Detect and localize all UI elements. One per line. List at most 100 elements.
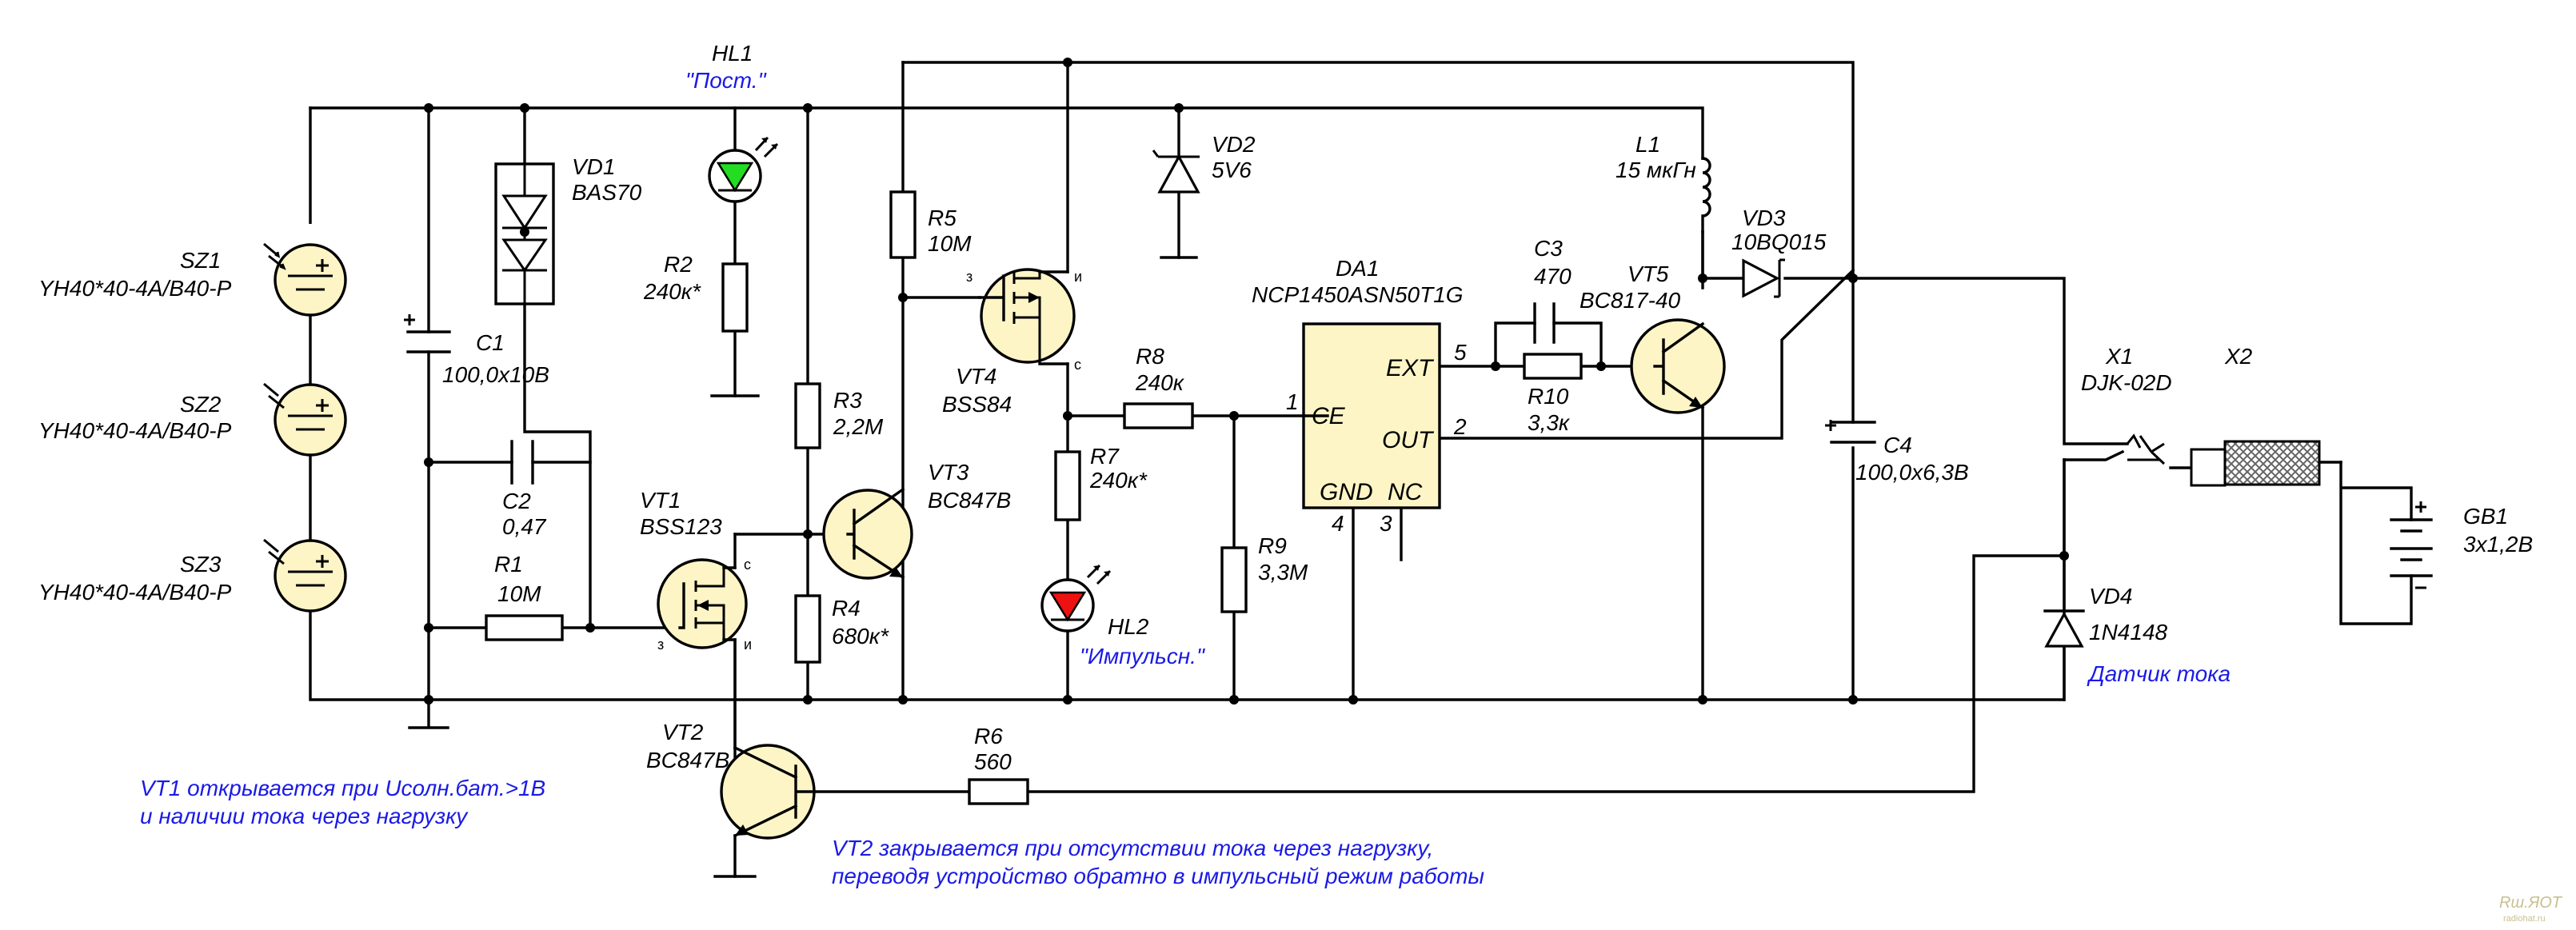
label-r2-ref: R2 <box>664 252 693 277</box>
resistor-r4 <box>794 594 821 664</box>
transistor-vt5 <box>1630 318 1726 414</box>
label-c4-ref: C4 <box>1883 433 1912 457</box>
label-r5-ref: R5 <box>928 206 957 230</box>
label-hl2-value: "Импульсн." <box>1080 644 1205 669</box>
label-vd2-value: 5V6 <box>1212 158 1252 182</box>
junction-dots <box>424 58 2069 704</box>
label-sz1-ref: SZ1 <box>180 248 221 273</box>
watermark-logo-text: Rш.ЯOT <box>2499 894 2563 912</box>
label-vt5-value: BC817-40 <box>1580 288 1681 313</box>
label-l1-ref: L1 <box>1635 132 1660 157</box>
ground-symbols <box>408 698 757 878</box>
label-c1-value: 100,0x10B <box>442 362 549 387</box>
resistor-r6 <box>968 778 1029 805</box>
mosfet-vt4 <box>978 268 1076 365</box>
vt4-source-letter: и <box>1074 269 1082 285</box>
label-vt2-value: BC847B <box>646 748 729 772</box>
label-r7-ref: R7 <box>1090 444 1120 469</box>
zener-vd2 <box>1152 150 1200 259</box>
vt1-drain-letter: с <box>744 557 751 573</box>
label-r3-ref: R3 <box>833 388 862 413</box>
resistor-r5 <box>889 190 917 259</box>
label-sz2-ref: SZ2 <box>180 392 222 417</box>
resistor-r9 <box>1220 546 1248 613</box>
solar-cell-sz3 <box>263 538 347 613</box>
transistor-vt3 <box>822 487 913 580</box>
label-vt1-ref: VT1 <box>640 488 681 513</box>
label-vt3-ref: VT3 <box>928 460 969 485</box>
label-r9-value: 3,3M <box>1258 560 1308 585</box>
capacitor-c1 <box>404 314 451 353</box>
inductor-l1 <box>1701 157 1711 233</box>
label-vt4-ref: VT4 <box>956 364 996 389</box>
diode-vd1 <box>494 162 555 305</box>
note-vt1-line1: VT1 открывается при Uсолн.бат.>1В <box>140 776 545 800</box>
label-r4-ref: R4 <box>832 596 861 621</box>
pin-ext-label: EXT <box>1386 355 1435 381</box>
resistor-r3 <box>794 382 821 449</box>
label-l1-value: 15 мкГн <box>1615 158 1696 182</box>
label-vt4-value: BSS84 <box>942 392 1012 417</box>
pin-gnd-label: GND <box>1320 479 1373 505</box>
label-vd4-value: 1N4148 <box>2089 620 2168 645</box>
pin-nc-label: NC <box>1388 479 1423 505</box>
label-r8-value: 240к <box>1135 370 1185 395</box>
label-vt2-ref: VT2 <box>662 720 704 744</box>
label-hl2-ref: HL2 <box>1108 614 1149 639</box>
vt1-source-letter: и <box>744 637 752 653</box>
capacitor-c3 <box>1533 302 1556 344</box>
led-hl1-green <box>708 136 779 203</box>
label-c1-ref: C1 <box>476 330 505 355</box>
label-r6-ref: R6 <box>974 724 1003 748</box>
label-gb1-ref: GB1 <box>2463 504 2508 529</box>
label-r6-value: 560 <box>974 749 1012 774</box>
mosfet-vt1 <box>657 558 748 649</box>
diode-vd3 <box>1742 258 1785 298</box>
label-gb1-value: 3x1,2B <box>2463 532 2533 557</box>
solar-cell-sz1 <box>263 224 347 317</box>
vt4-drain-letter: с <box>1074 357 1081 373</box>
component-labels: SZ1 YH40*40-4A/B40-P SZ2 YH40*40-4A/B40-… <box>38 41 2533 774</box>
pin-number-1: 1 <box>1286 389 1299 414</box>
note-vt2-line2: переводя устройство обратно в импульсный… <box>832 864 1484 888</box>
label-vd2-ref: VD2 <box>1212 132 1256 157</box>
circuit-notes: VT1 открывается при Uсолн.бат.>1В и нали… <box>140 776 1484 888</box>
watermark-logo: Rш.ЯOT radiohat.ru <box>2499 894 2563 924</box>
label-hl1-ref: HL1 <box>712 41 753 66</box>
label-vt5-ref: VT5 <box>1627 261 1669 286</box>
note-vt2-line1: VT2 закрывается при отсутствии тока чере… <box>832 836 1433 860</box>
label-r9-ref: R9 <box>1258 533 1287 558</box>
label-vd1-value: BAS70 <box>572 180 642 205</box>
label-vt3-value: BC847B <box>928 488 1011 513</box>
label-r5-value: 10M <box>928 231 972 256</box>
plug-x2 <box>2190 440 2342 487</box>
ic-da1 <box>1302 322 1441 509</box>
jack-x1 <box>2126 433 2166 465</box>
led-hl2-red <box>1040 564 1112 633</box>
label-r3-value: 2,2M <box>833 414 884 439</box>
label-c2-ref: C2 <box>502 489 531 513</box>
label-vd3-value: 10BQ015 <box>1731 230 1827 254</box>
vt1-gate-letter: з <box>657 637 664 653</box>
vt4-gate-letter: з <box>966 269 972 285</box>
resistor-r8 <box>1123 402 1194 429</box>
note-vt1-line2: и наличии тока через нагрузку <box>140 804 469 828</box>
pin-number-5: 5 <box>1454 340 1467 365</box>
label-r10-value: 3,3к <box>1528 410 1571 435</box>
transistor-vt2 <box>720 638 816 840</box>
watermark-site-text: radiohat.ru <box>2503 914 2546 924</box>
chip-pin-labels: CE EXT OUT GND NC 1 5 2 4 3 <box>1286 340 1467 536</box>
pin-number-4: 4 <box>1332 511 1344 536</box>
label-sz2-value: YH40*40-4A/B40-P <box>38 418 232 443</box>
resistor-r10 <box>1523 353 1583 380</box>
resistor-r2 <box>710 262 760 397</box>
label-r10-ref: R10 <box>1528 384 1569 409</box>
label-r8-ref: R8 <box>1136 344 1164 369</box>
capacitor-c4 <box>1825 420 1876 444</box>
capacitor-c2 <box>510 440 534 485</box>
label-c3-ref: C3 <box>1534 236 1563 261</box>
label-c2-value: 0,47 <box>502 514 547 539</box>
label-r1-value: 10M <box>497 581 541 606</box>
label-x2-ref: X2 <box>2224 344 2253 369</box>
